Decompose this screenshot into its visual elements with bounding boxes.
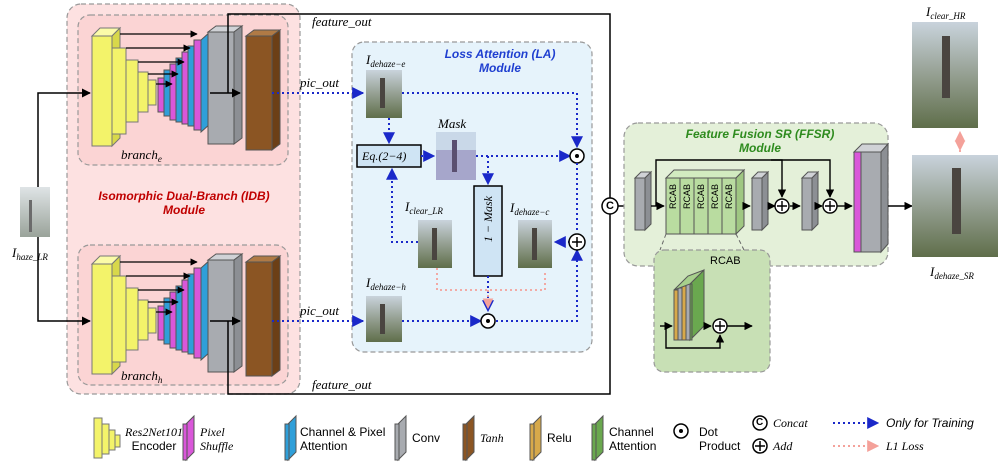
- legend-training-text: Only for Training: [886, 416, 974, 430]
- branch-h-label: branchh: [121, 368, 163, 385]
- dehaze-sr-label: Idehaze_SR: [930, 264, 974, 281]
- dot-operator-bottom: [480, 313, 496, 329]
- branch-e-label: branche: [121, 147, 162, 164]
- ffsr-blocks: [633, 142, 890, 254]
- legend-add-text: Add: [773, 439, 793, 453]
- rcab-detail: [653, 249, 771, 373]
- dehaze-e-label: Idehaze−e: [366, 52, 406, 69]
- legend-tanh-text: Tanh: [480, 431, 504, 445]
- legend-encoder-icon: [93, 417, 121, 459]
- rcab-label-1: RCAB: [668, 184, 678, 210]
- la-title: Loss Attention (LA)Module: [444, 47, 556, 75]
- legend-l1-text: L1 Loss: [886, 439, 924, 453]
- clear-hr-label: Iclear_HR: [926, 4, 966, 21]
- pic-out-arrows: [272, 87, 365, 327]
- image-clear-lr: [418, 220, 452, 268]
- ffsr-title: Feature Fusion SR (FFSR)Module: [685, 127, 835, 155]
- feature-out-lines: [210, 13, 611, 395]
- image-dehaze-h: [366, 296, 402, 342]
- dehaze-h-label: Idehaze−h: [366, 275, 406, 292]
- l1-loss-la: [436, 268, 546, 310]
- la-training-flows: [383, 92, 583, 327]
- haze-lr-label: Ihaze_LR: [12, 245, 48, 262]
- clear-lr-label: Iclear_LR: [405, 199, 443, 216]
- rcab-label-2: RCAB: [682, 184, 692, 210]
- input-image-haze: [20, 187, 50, 237]
- legend-conv-text: Conv: [412, 431, 441, 445]
- legend-concat-icon: [752, 415, 768, 431]
- branch-e-encoder: [90, 26, 157, 148]
- image-dehaze-sr: [912, 155, 998, 257]
- add-operator-ffsr-1: [774, 198, 790, 214]
- branch-h-decoder: [157, 253, 282, 377]
- legend-dot-icon: [673, 423, 689, 439]
- rcab-detail-label: RCAB: [710, 255, 741, 267]
- branch-h-encoder: [90, 254, 157, 376]
- legend-ca-icon: [591, 414, 604, 462]
- input-arrows: [37, 88, 91, 326]
- dehaze-c-label: Idehaze−c: [510, 200, 550, 217]
- add-operator-ffsr-2: [822, 198, 838, 214]
- concat-symbol: C: [606, 200, 614, 212]
- image-mask: [436, 132, 476, 180]
- legend: [93, 414, 880, 462]
- pic-out-bottom-label: pic_out: [300, 303, 339, 318]
- legend-tanh-icon: [462, 414, 475, 462]
- rcab-label-3: RCAB: [696, 184, 706, 210]
- skip-arrows: [120, 30, 198, 316]
- legend-relu-text: Relu: [547, 431, 572, 445]
- image-clear-hr: [912, 22, 978, 128]
- one-minus-mask-label: 1 − Mask: [481, 196, 495, 243]
- dot-operator-top: [569, 148, 585, 164]
- legend-concat-text: Concat: [773, 416, 808, 430]
- rcab-label-5: RCAB: [724, 184, 734, 210]
- add-operator-la: [568, 233, 586, 251]
- ffsr-arrows: [651, 159, 913, 211]
- feature-out-top-label: feature_out: [312, 14, 372, 29]
- feature-out-bottom-label: feature_out: [312, 377, 372, 392]
- eq-label: Eq.(2−4): [362, 149, 407, 163]
- legend-conv-icon: [394, 414, 407, 462]
- legend-add-icon: [752, 438, 768, 454]
- one-minus-mask-box: [473, 185, 503, 277]
- legend-pixel-shuffle-icon: [182, 414, 195, 462]
- image-dehaze-e: [366, 70, 402, 118]
- idb-title: Isomorphic Dual-Branch (IDB)Module: [98, 189, 270, 217]
- mask-label: Mask: [438, 116, 467, 131]
- legend-relu-icon: [529, 414, 542, 462]
- pic-out-top-label: pic_out: [300, 75, 339, 90]
- rcab-label-4: RCAB: [710, 184, 720, 210]
- la-module: [351, 41, 593, 353]
- legend-cpa-icon: [284, 414, 297, 462]
- image-dehaze-c: [518, 220, 552, 268]
- branch-e-decoder: [157, 25, 282, 151]
- legend-concat-symbol: C: [756, 417, 764, 428]
